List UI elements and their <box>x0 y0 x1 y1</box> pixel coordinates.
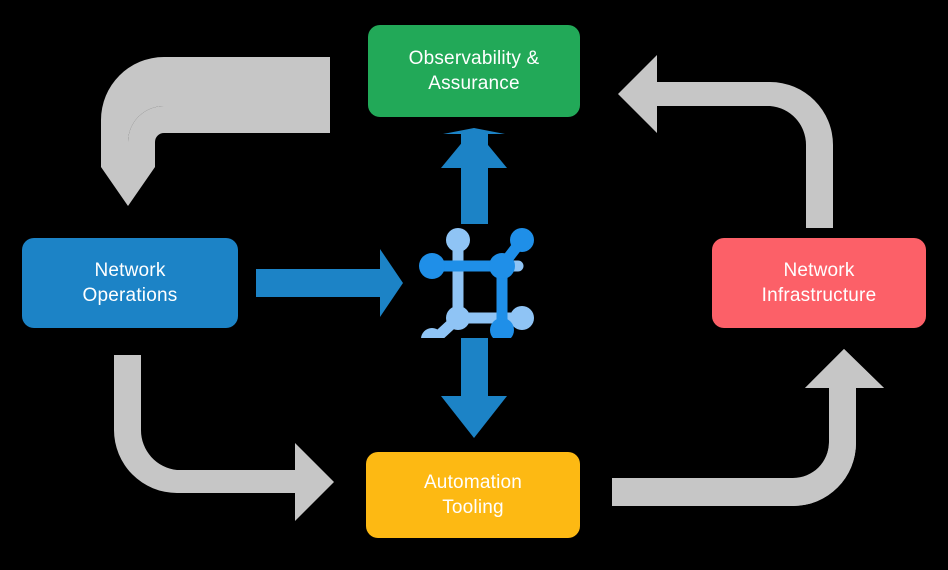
arrow-observability-to-ops <box>101 57 330 206</box>
arrow-core-to-observability-head <box>441 128 507 168</box>
network-icon-light-nodes <box>421 228 534 338</box>
arrow-ops-to-automation <box>114 355 334 521</box>
node-network-infrastructure-label: Network Infrastructure <box>761 259 877 306</box>
node-network-operations-label: Network Operations <box>82 259 178 306</box>
arrow-infrastructure-to-observability <box>618 55 833 228</box>
arrow-core-to-automation-head <box>441 396 507 438</box>
arrow-core-to-automation-shaft <box>461 338 488 400</box>
node-observability-assurance-label: Observability & Assurance <box>408 47 540 94</box>
arrow-core-to-observability-shaft <box>461 162 488 224</box>
network-icon-dark-nodes <box>419 228 534 338</box>
arrow-observability-to-ops-body <box>101 57 330 167</box>
arrow-ops-to-core <box>256 249 403 317</box>
network-topology-icon <box>419 228 534 338</box>
arrow-automation-to-infrastructure-body <box>612 349 884 506</box>
node-network-operations[interactable]: Network Operations <box>22 238 238 328</box>
node-automation-tooling[interactable]: Automation Tooling <box>366 452 580 538</box>
node-network-infrastructure[interactable]: Network Infrastructure <box>712 238 926 328</box>
node-automation-tooling-label: Automation Tooling <box>423 471 523 518</box>
node-observability-assurance[interactable]: Observability & Assurance <box>368 25 580 117</box>
